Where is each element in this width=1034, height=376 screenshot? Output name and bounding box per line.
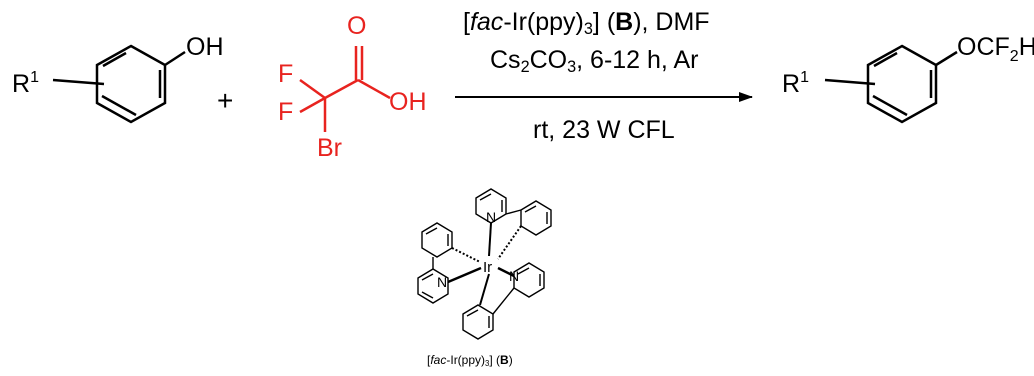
phenol-oh-bond [164,50,186,67]
conditions-line-3: rt, 23 W CFL [533,116,675,144]
product-o-bond [935,50,958,67]
bromodifluoroacetic-acid [299,46,391,132]
phenol-reactant [52,44,186,124]
fluorine-top-label: F [278,60,293,88]
product-ring [866,44,938,124]
carbonyl-oxygen-label: O [347,12,366,40]
catalyst-n-label-left: N [437,274,447,290]
product-ocf2h-label: OCF2H [957,33,1034,65]
conditions-line-2: Cs2CO3, 6-12 h, Ar [490,46,699,77]
conditions-line-1: [fac-Ir(ppy)3] (B), DMF [463,8,710,39]
acid-hydroxyl-label: OH [389,88,427,116]
product-r-group-bond [824,78,876,86]
phenol-hydroxyl-label: OH [186,33,224,61]
r-group-bond [52,78,105,86]
fluorine-bottom-label: F [278,98,293,126]
catalyst-caption: [fac-Ir(ppy)3] (B) [427,353,513,368]
catalyst-ring-bottom-phenyl [462,304,494,340]
phenol-r-group-label: R1 [12,69,39,98]
bromine-label: Br [317,134,342,162]
catalyst-structure [417,188,552,340]
product [824,44,958,124]
plus-sign: + [217,85,233,116]
phenol-ring [95,44,167,124]
catalyst-n-label-right: N [509,268,519,284]
catalyst-iridium-label: Ir [483,259,492,276]
catalyst-n-label-top: N [486,209,496,225]
product-r-group-label: R1 [782,69,809,98]
